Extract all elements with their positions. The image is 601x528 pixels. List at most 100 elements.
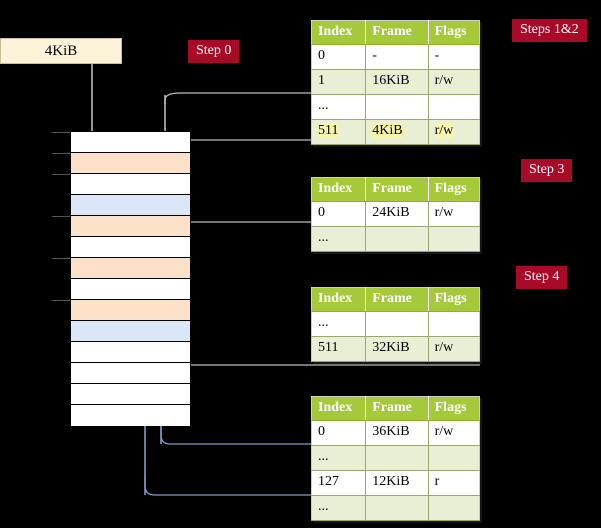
badge-steps-1-2: Steps 1&2 [512,19,587,42]
memory-frame-row [52,258,190,279]
column-header-frame: Frame [365,396,429,421]
memory-frame-row [52,153,190,174]
cell-frame [365,94,429,120]
cell-index: 511 [311,336,367,362]
column-header-frame: Frame [365,20,429,45]
memory-frame-row [71,279,190,300]
cell-flags: r/w [428,420,480,446]
highlighted-value: r/w [434,123,454,138]
memory-frame-tick [52,216,70,217]
memory-frame-row [52,300,190,321]
source-frame-label: 4KiB [44,42,78,59]
memory-frame-row [71,384,190,405]
cell-index: 1 [311,69,367,95]
column-header-frame: Frame [365,177,429,202]
cell-frame: 4KiB [365,119,429,145]
column-header-flags: Flags [428,20,480,45]
cell-frame: 32KiB [365,336,429,362]
physical-memory-column [52,131,191,426]
memory-frame-tick [52,132,70,133]
table-row: ... [311,445,480,471]
cell-index: 127 [311,470,367,496]
cell-frame [365,311,429,337]
cell-flags [428,226,480,252]
memory-frame-row [71,363,190,384]
cell-index: ... [311,495,367,521]
cell-index: 0 [311,420,367,446]
memory-frame-tick [52,258,70,259]
cell-flags: - [428,44,480,70]
column-header-index: Index [311,177,367,202]
cell-index: ... [311,94,367,120]
cell-frame: 36KiB [365,420,429,446]
cell-frame [365,495,429,521]
source-frame-box: 4KiB [0,38,122,64]
badge-step-3-label: Step 3 [529,162,565,177]
cell-index: 0 [311,201,367,227]
table-row: ... [311,495,480,521]
table-row: ... [311,311,480,337]
cell-flags: r/w [428,336,480,362]
badge-steps-1-2-label: Steps 1&2 [520,22,579,37]
table-row: 511 4KiB r/w [311,119,480,145]
column-header-index: Index [311,396,367,421]
memory-frame-row [71,405,190,426]
memory-frame-row [71,237,190,258]
memory-frame-row [71,342,190,363]
cell-frame: 12KiB [365,470,429,496]
memory-frame-tick [52,300,70,301]
highlighted-value: 511 [318,123,339,138]
badge-step-3: Step 3 [521,159,573,182]
cell-flags [428,311,480,337]
memory-frame-tick [52,153,70,154]
memory-frame-tick [52,174,70,175]
cell-flags [428,94,480,120]
badge-step-4-label: Step 4 [524,269,560,284]
cell-flags [428,445,480,471]
badge-step-0: Step 0 [188,40,240,63]
table-row: ... [311,226,480,252]
cell-index: 0 [311,44,367,70]
table-row: 0-- [311,44,480,70]
cell-flags: r/w [428,201,480,227]
cell-index: ... [311,226,367,252]
cell-flags: r [428,470,480,496]
cell-index: ... [311,311,367,337]
cell-flags: r/w [428,119,480,145]
cell-index: 511 [311,119,367,145]
memory-frame-row [52,174,190,195]
cell-flags: r/w [428,69,480,95]
cell-frame: 16KiB [365,69,429,95]
cell-flags [428,495,480,521]
column-header-flags: Flags [428,287,480,312]
column-header-flags: Flags [428,396,480,421]
column-header-frame: Frame [365,287,429,312]
cell-frame: 24KiB [365,201,429,227]
cell-frame [365,445,429,471]
cell-frame: - [365,44,429,70]
cell-index: ... [311,445,367,471]
memory-frame-row [52,216,190,237]
memory-frame-row [71,195,190,216]
column-header-flags: Flags [428,177,480,202]
column-header-index: Index [311,20,367,45]
table-row: ... [311,94,480,120]
column-header-index: Index [311,287,367,312]
highlighted-value: 4KiB [372,123,403,138]
badge-step-0-label: Step 0 [196,43,232,58]
cell-frame [365,226,429,252]
